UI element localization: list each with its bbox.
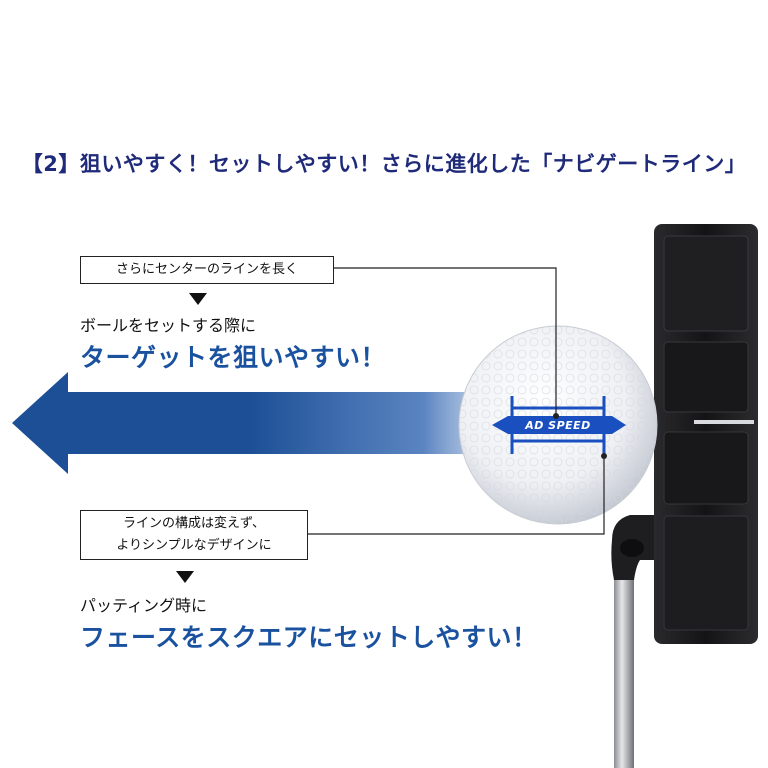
callout-box-center-line: さらにセンターのラインを長く [80,256,334,284]
down-triangle-icon [176,571,194,583]
callout-box-line: ラインの構成は変えず、 [122,516,266,531]
navigate-line [492,416,626,434]
down-triangle-icon [189,293,207,305]
golf-ball: AD SPEED [458,325,658,525]
callout-box-line: よりシンプルなデザインに [116,538,272,553]
putter-head [654,224,758,644]
left-arrow-icon [12,372,540,474]
sight-line [694,420,754,424]
putter-shaft [614,556,634,768]
callout-emphasis-text: フェースをスクエアにセットしやすい！ [80,623,538,652]
leader-dot-1 [553,413,559,419]
leader-dot-2 [601,453,607,459]
leader-line-2 [292,456,605,535]
callout-box-text: さらにセンターのラインを長く [115,262,298,277]
callout-lead-text: パッティング時に [80,596,208,615]
callout-box-design: ラインの構成は変えず、 よりシンプルなデザインに [80,510,308,560]
callout-lead-text: ボールをセットする際に [80,316,257,335]
leader-line-1 [318,267,557,416]
page-title: 【2】狙いやすく！セットしやすい！さらに進化した「ナビゲートライン」 [21,152,747,176]
callout-emphasis-text: ターゲットを狙いやすい！ [80,343,387,372]
ball-brand-text: AD SPEED [524,419,591,432]
